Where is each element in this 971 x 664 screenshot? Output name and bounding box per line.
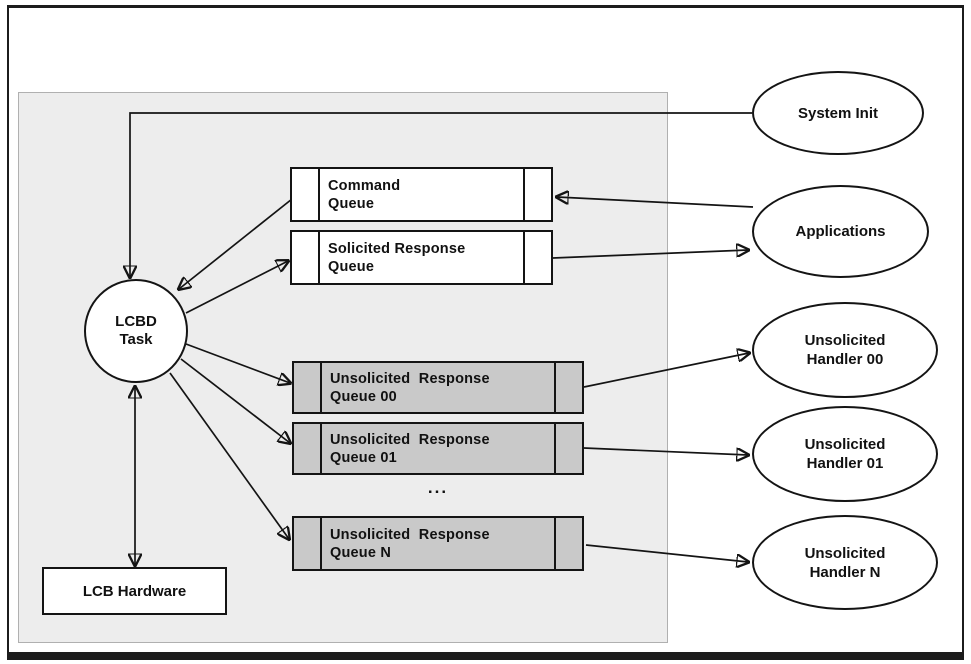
queue-head-cell bbox=[294, 363, 322, 412]
command-queue-node: Command Queue bbox=[290, 167, 553, 222]
arrow-lcbd-to-solicited-queue bbox=[185, 261, 288, 314]
queue-tail-cell bbox=[554, 363, 582, 412]
unsolicited-response-queue-01-label: Unsolicited Response Queue 01 bbox=[330, 431, 490, 466]
unsolicited-handler-01-node: Unsolicited Handler 01 bbox=[752, 406, 938, 502]
unsolicited-handler-n-node: Unsolicited Handler N bbox=[752, 515, 938, 610]
unsolicited-handler-n-label: Unsolicited Handler N bbox=[804, 544, 886, 581]
applications-label: Applications bbox=[795, 223, 886, 240]
queue-head-cell bbox=[294, 424, 322, 473]
solicited-response-queue-label: Solicited Response Queue bbox=[328, 240, 466, 275]
unsolicited-response-queue-n-label: Unsolicited Response Queue N bbox=[330, 526, 490, 561]
unsolicited-response-queue-01-node: Unsolicited Response Queue 01 bbox=[292, 422, 584, 475]
unsolicited-handler-00-node: Unsolicited Handler 00 bbox=[752, 302, 938, 398]
arrow-lcbd-to-unsolicited-queue-00 bbox=[185, 343, 290, 383]
arrow-lcbd-to-unsolicited-queue-n bbox=[169, 372, 289, 539]
command-queue-label: Command Queue bbox=[328, 177, 401, 212]
applications-node: Applications bbox=[752, 185, 929, 278]
queue-head-cell bbox=[292, 232, 320, 283]
unsolicited-response-queue-00-label: Unsolicited Response Queue 00 bbox=[330, 370, 490, 405]
lcbd-task-label: LCBD Task bbox=[115, 313, 157, 348]
arrow-lcbd-to-unsolicited-queue-01 bbox=[180, 358, 290, 443]
queue-tail-cell bbox=[523, 169, 551, 220]
arrow-system-init-to-lcbd bbox=[130, 112, 752, 277]
system-init-label: System Init bbox=[797, 104, 879, 122]
arrow-queue-01-to-handler-01 bbox=[583, 447, 748, 455]
lcb-hardware-node: LCB Hardware bbox=[42, 567, 227, 615]
queue-tail-cell bbox=[523, 232, 551, 283]
arrow-queue-n-to-handler-n bbox=[585, 544, 748, 562]
queue-tail-cell bbox=[554, 424, 582, 473]
queue-ellipsis: ... bbox=[427, 478, 449, 497]
arrow-solicited-queue-to-applications bbox=[552, 250, 748, 259]
unsolicited-handler-01-label: Unsolicited Handler 01 bbox=[804, 436, 886, 472]
lcb-hardware-label: LCB Hardware bbox=[82, 582, 187, 600]
lcbd-task-node: LCBD Task bbox=[84, 279, 188, 383]
queue-tail-cell bbox=[554, 518, 582, 569]
solicited-response-queue-node: Solicited Response Queue bbox=[290, 230, 553, 285]
unsolicited-response-queue-n-node: Unsolicited Response Queue N bbox=[292, 516, 584, 571]
queue-head-cell bbox=[292, 169, 320, 220]
system-init-node: System Init bbox=[752, 71, 924, 155]
arrow-applications-to-command-queue bbox=[557, 197, 754, 208]
unsolicited-handler-00-label: Unsolicited Handler 00 bbox=[804, 332, 886, 368]
queue-head-cell bbox=[294, 518, 322, 569]
arrow-command-queue-to-lcbd bbox=[179, 198, 293, 289]
unsolicited-response-queue-00-node: Unsolicited Response Queue 00 bbox=[292, 361, 584, 414]
arrow-queue-00-to-handler-00 bbox=[583, 353, 749, 388]
